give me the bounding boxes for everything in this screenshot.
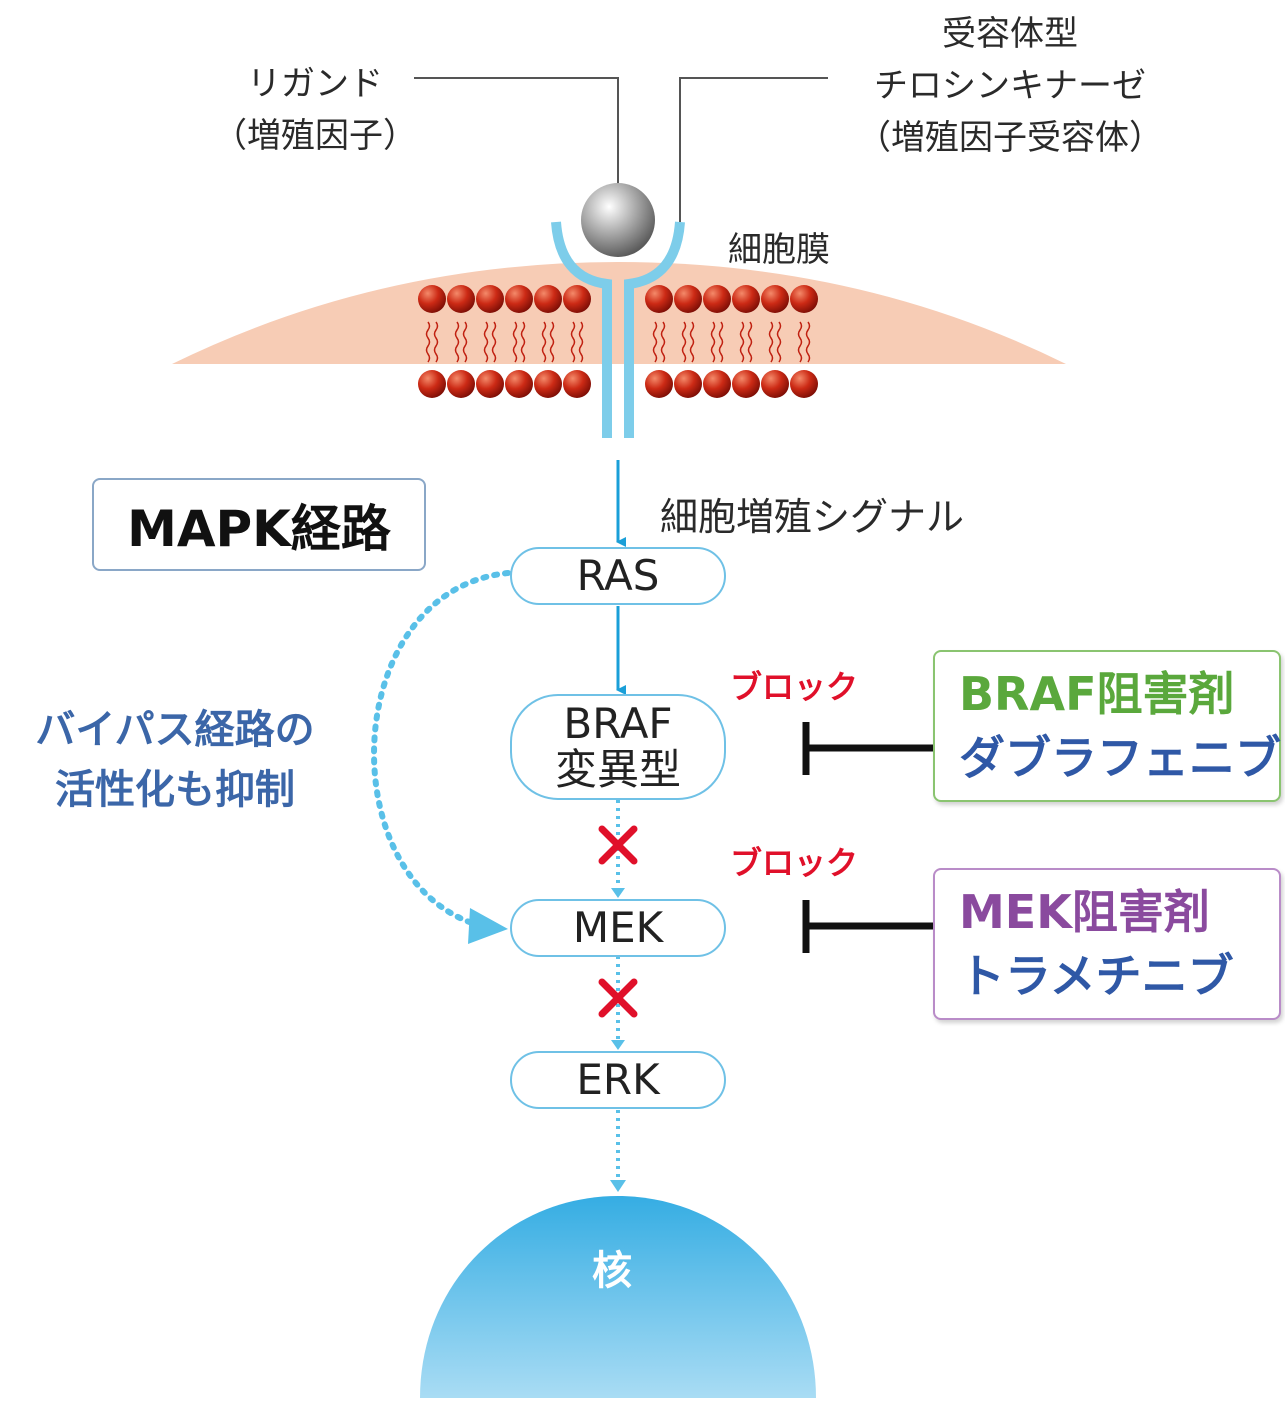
- node-ras: RAS: [510, 547, 726, 605]
- node-braf-label: BRAF: [563, 699, 673, 748]
- lipid-bilayer: [418, 285, 818, 398]
- block-label-braf: ブロック: [730, 668, 859, 706]
- pathway-title: MAPK経路: [127, 499, 391, 558]
- bypass-label: バイパス経路の 活性化も抑制: [10, 700, 340, 820]
- node-mek: MEK: [510, 899, 726, 957]
- ligand-label-line1: リガンド: [247, 64, 383, 104]
- bypass-label-line2: 活性化も抑制: [55, 767, 295, 813]
- braf-inhibitor-class: BRAF阻害剤: [959, 667, 1235, 721]
- mek-inhibitor-drug: トラメチニブ: [959, 949, 1234, 1003]
- nucleus-label: 核: [592, 1248, 632, 1294]
- nucleus: [420, 1196, 816, 1398]
- receptor-label-line2: チロシンキナーゼ: [874, 66, 1146, 106]
- ligand-label: リガンド （増殖因子）: [205, 58, 425, 162]
- node-braf: BRAF 変異型: [510, 694, 726, 800]
- membrane-label: 細胞膜: [728, 230, 830, 270]
- dotted-arrowheads: [610, 888, 626, 1192]
- receptor-label: 受容体型 チロシンキナーゼ （増殖因子受容体）: [840, 8, 1180, 164]
- ligand-leader-line: [414, 77, 619, 185]
- braf-inhibitor-drug: ダブラフェニブ: [959, 731, 1281, 785]
- node-ras-label: RAS: [576, 551, 660, 600]
- pathway-title-box: MAPK経路: [92, 478, 426, 571]
- node-erk: ERK: [510, 1051, 726, 1109]
- node-erk-label: ERK: [576, 1055, 660, 1104]
- ligand-label-line2: （増殖因子）: [213, 116, 417, 156]
- bypass-curve: [371, 570, 511, 928]
- ligand-sphere: [581, 183, 655, 257]
- lipid-tails: [425, 321, 811, 363]
- receptor-tyrosine-kinase: [551, 221, 685, 438]
- block-label-mek: ブロック: [730, 844, 859, 882]
- node-braf-sublabel: 変異型: [554, 745, 681, 794]
- braf-inhibitor-box: BRAF阻害剤 ダブラフェニブ: [933, 650, 1281, 802]
- bypass-arrowhead: [468, 908, 508, 944]
- mek-inhibitor-box: MEK阻害剤 トラメチニブ: [933, 868, 1281, 1020]
- receptor-leader-line: [679, 77, 828, 222]
- cell-membrane: [172, 262, 1066, 364]
- signal-label: 細胞増殖シグナル: [660, 495, 965, 539]
- mek-inhibitor-class: MEK阻害剤: [959, 885, 1210, 939]
- receptor-label-line3: （増殖因子受容体）: [857, 118, 1163, 158]
- receptor-label-line1: 受容体型: [942, 14, 1078, 54]
- bypass-label-line1: バイパス経路の: [35, 707, 315, 753]
- block-x-marks: [598, 825, 638, 1018]
- node-mek-label: MEK: [572, 903, 664, 952]
- inhibition-bars: [802, 722, 934, 953]
